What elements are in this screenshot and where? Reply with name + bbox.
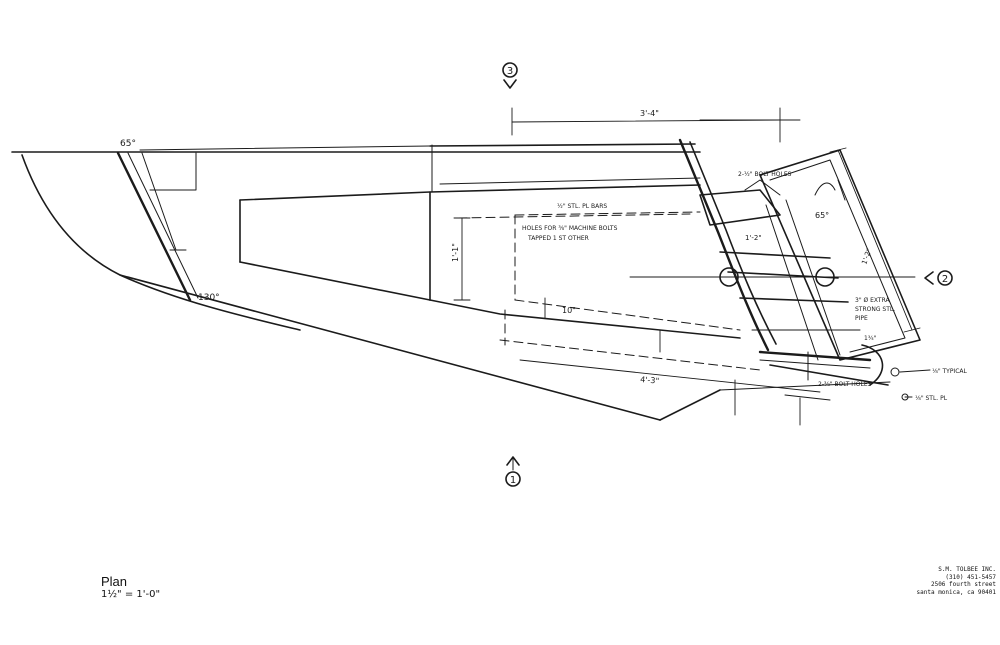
note-bolt-holes-top: 2-½" BOLT HOLES: [738, 171, 792, 178]
angle-bracket: 65°: [815, 211, 829, 220]
angle-top-left: 65°: [120, 139, 136, 149]
section-marker-1: 1: [505, 456, 521, 487]
dim-bottom-span: 4'-3": [640, 375, 660, 386]
note-steel-plate: ⅛" STL. PL: [915, 395, 948, 402]
note-pipe-3: PIPE: [855, 315, 868, 322]
dim-side-height: 1'-1": [451, 243, 460, 262]
note-pipe-2: STRONG STL.: [855, 306, 895, 313]
svg-text:3: 3: [507, 66, 513, 77]
title-block: Plan 1½" = 1'-0": [101, 574, 160, 600]
note-machine-bolts: HOLES FOR ⅜" MACHINE BOLTS: [522, 225, 618, 232]
dashed-inner-outline: [457, 211, 761, 371]
note-typical: ⅛" TYPICAL: [932, 368, 967, 375]
dim-pipe-offset: 1¾": [864, 335, 877, 342]
note-pipe: 3" Ø EXTRA: [855, 297, 891, 304]
wedge-outline: [11, 143, 891, 421]
bracket-assembly: [678, 138, 931, 401]
svg-text:2: 2: [942, 274, 948, 285]
dim-inner-offset: 10": [562, 306, 576, 315]
dim-right-depth: 1'-2": [860, 247, 873, 265]
left-angled-band: [116, 151, 199, 302]
dim-inner-span: 1'-2": [745, 234, 762, 242]
dim-top-overall: 3'-4": [640, 109, 659, 118]
firm-name: S.M. TOLBEE INC.: [938, 566, 996, 573]
note-bolt-holes-bottom: 2-⅜" BOLT HOLES: [818, 381, 872, 388]
drawing-title: Plan: [101, 574, 128, 589]
angle-bottom-left: 130°: [198, 293, 220, 303]
dimension-lines: [453, 107, 921, 426]
svg-text:1: 1: [510, 475, 516, 486]
section-marker-2: 2: [924, 270, 953, 286]
note-machine-bolts-2: TAPPED 1 ST OTHER: [527, 235, 589, 242]
firm-city: santa monica, ca 90401: [916, 588, 996, 596]
section-marker-3: 3: [502, 62, 518, 89]
drawing-scale: 1½" = 1'-0": [101, 589, 161, 600]
note-plate-bars: ½" STL. PL BARS: [557, 203, 607, 210]
inner-body: [239, 144, 741, 339]
firm-phone: (310) 451-5457: [945, 573, 996, 581]
firm-stamp: S.M. TOLBEE INC. (310) 451-5457 2506 fou…: [916, 566, 996, 596]
firm-street: 2506 fourth street: [930, 581, 996, 588]
